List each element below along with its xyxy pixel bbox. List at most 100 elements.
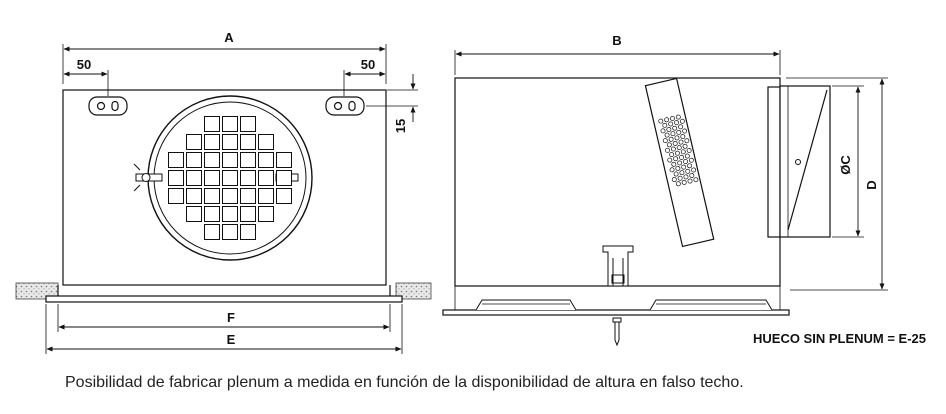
perforation-hole: [681, 179, 687, 185]
dimension-offset-left-label: 50: [77, 57, 91, 72]
grille-square: [240, 170, 256, 186]
dimension-height-15: 15: [366, 74, 418, 133]
perforation-hole: [674, 135, 680, 141]
grille-square: [204, 152, 220, 168]
dimension-f-label: F: [227, 310, 235, 325]
perforation-hole: [677, 175, 683, 181]
perforation-hole: [670, 131, 676, 137]
perforation-hole: [684, 153, 690, 159]
perforation-hole: [676, 145, 682, 151]
perforation-hole: [670, 115, 675, 121]
dimension-f: F: [57, 304, 391, 332]
perforation-hole: [666, 142, 672, 148]
dimension-c: ØC: [832, 85, 864, 238]
grille-square: [222, 206, 238, 222]
dimension-d-label: D: [864, 180, 879, 189]
perforation-hole: [680, 149, 686, 155]
perforation-hole: [673, 171, 679, 177]
perforation-hole: [687, 163, 693, 169]
perforation-hole: [678, 139, 684, 145]
grille-square: [204, 206, 220, 222]
perforation-hole: [675, 181, 681, 187]
grille-square: [258, 134, 274, 150]
perforation-hole: [679, 170, 685, 176]
grille-square: [204, 170, 220, 186]
perforated-plate: [644, 77, 715, 248]
mounting-tab-right: [325, 96, 365, 116]
perforation-hole: [683, 174, 689, 180]
grille-square: [204, 188, 220, 204]
perforation-hole: [675, 166, 681, 171]
grille-square: [186, 206, 202, 222]
perforation-hole: [687, 178, 693, 184]
grille-square: [276, 152, 292, 168]
perforation-hole: [682, 143, 688, 149]
perforation-hole: [662, 122, 668, 128]
perforation-hole: [664, 132, 670, 138]
dimension-d: D: [786, 77, 888, 291]
collar-spigot: [779, 85, 831, 238]
dimension-offset-right-label: 50: [361, 57, 375, 72]
perforation-hole: [677, 160, 683, 166]
perforation-hole: [675, 114, 681, 120]
damper-pivot: [795, 159, 801, 165]
grille-square: [258, 152, 274, 168]
perforation-hole: [680, 134, 686, 139]
grille-square: [222, 152, 238, 168]
perforation-hole: [671, 177, 677, 183]
perforation-hole: [689, 173, 695, 178]
perforation-hole: [666, 127, 672, 132]
perforation-hole: [684, 138, 690, 144]
perforation-hole: [668, 136, 674, 142]
mounting-tab-left: [88, 96, 128, 116]
perforation-hole: [691, 167, 697, 173]
grille-square: [186, 188, 202, 204]
perforation-hole: [676, 129, 682, 135]
hanging-bracket: [602, 245, 634, 287]
front-view: [15, 89, 432, 303]
grille-square: [186, 170, 202, 186]
dimension-b: B: [454, 33, 781, 75]
perforation-hole: [686, 148, 692, 153]
grille-square: [240, 152, 256, 168]
perforation-hole: [668, 121, 674, 127]
perforation-hole: [665, 147, 670, 153]
perforation-hole: [660, 128, 666, 134]
perforation-hole: [673, 156, 679, 162]
perforation-hole: [679, 154, 684, 160]
dimension-offset-left: 50: [63, 57, 109, 96]
perforation-hole: [682, 128, 688, 134]
ceiling-slab-right: [395, 282, 432, 300]
perforation-hole: [674, 150, 680, 156]
grille-square: [168, 188, 184, 204]
perforation-hole: [669, 167, 675, 173]
grille-square: [276, 188, 292, 204]
grille-square: [240, 224, 256, 240]
collar-side: [767, 86, 781, 238]
grille-square: [204, 116, 220, 132]
perforation-hole: [688, 157, 694, 163]
perforation-hole: [671, 161, 677, 167]
perforation-hole: [664, 117, 670, 123]
dimension-a: A: [62, 30, 387, 84]
grille-square: [258, 170, 274, 186]
grille-square: [276, 170, 292, 186]
grille-frame: [45, 295, 403, 303]
perforation-hole: [681, 164, 687, 170]
plenum-note: HUECO SIN PLENUM = E-25: [753, 331, 926, 346]
grille-square: [168, 170, 184, 186]
damper-blade: [787, 89, 828, 231]
grille-squares: [168, 116, 292, 240]
grille-square: [222, 170, 238, 186]
grille-square: [222, 224, 238, 240]
perforation-hole: [678, 124, 684, 130]
grille-square: [240, 206, 256, 222]
dimension-offset-right: 50: [343, 57, 386, 96]
dimension-height-15-label: 15: [393, 119, 408, 133]
perforation-hole: [683, 159, 688, 165]
perforation-hole: [658, 118, 664, 124]
grille-square: [240, 188, 256, 204]
fixing-screw: [612, 317, 622, 347]
perforation-hole: [672, 125, 678, 131]
